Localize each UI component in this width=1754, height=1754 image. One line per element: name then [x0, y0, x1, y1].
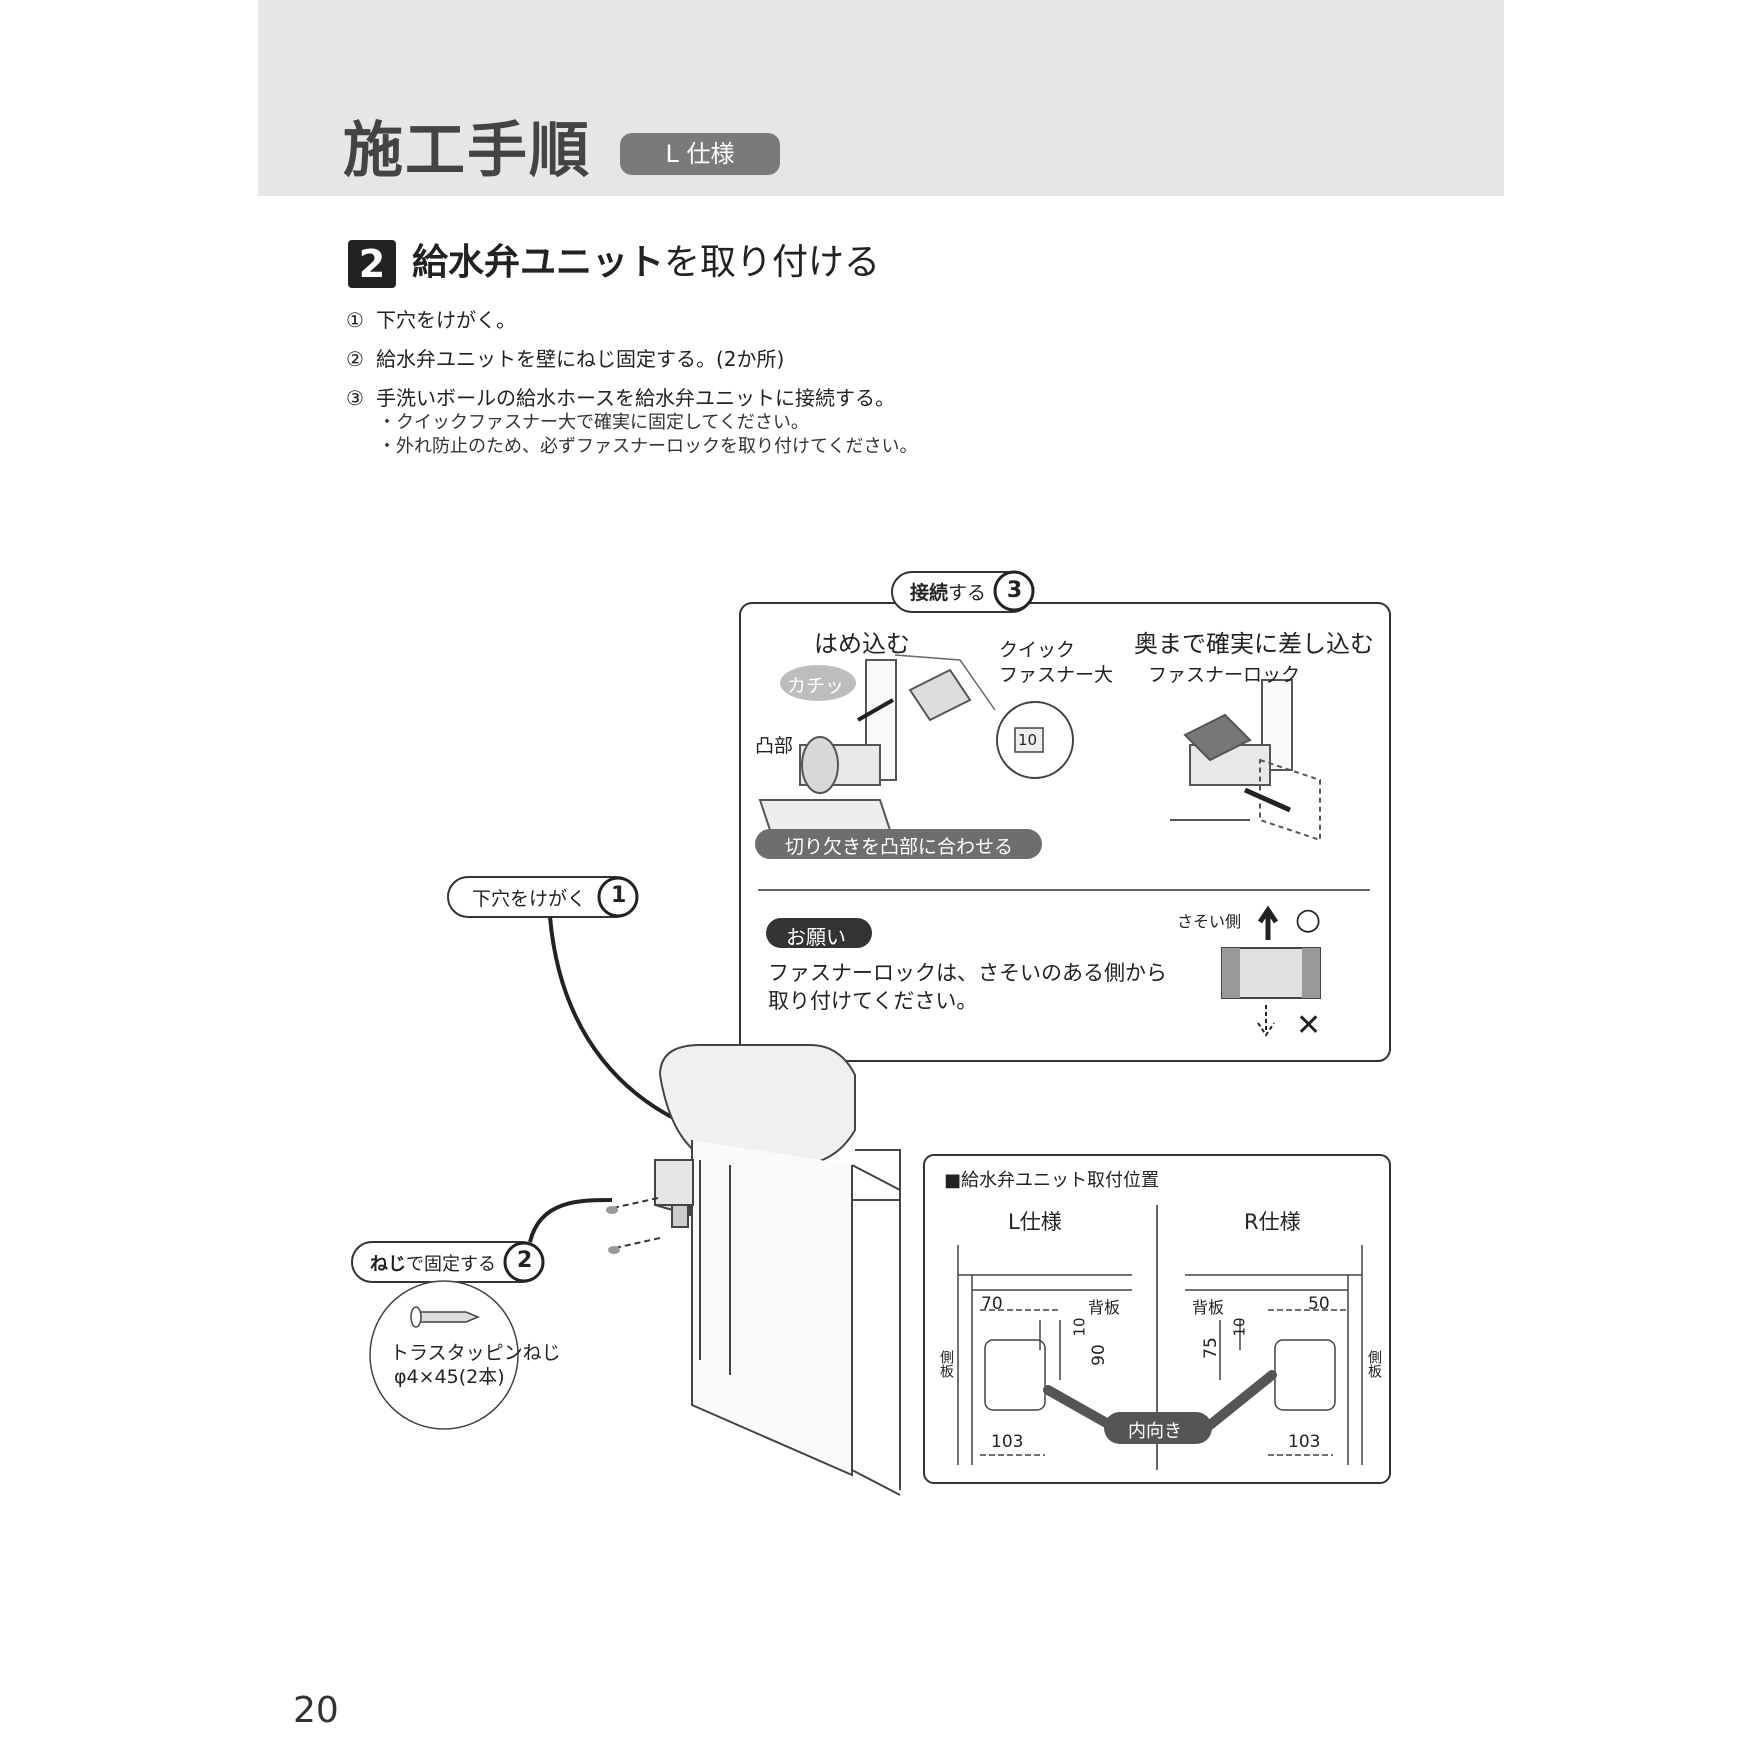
instruction-2: ② 給水弁ユニットを壁にねじ固定する。(2か所) — [346, 346, 784, 372]
request-badge: お願い — [786, 925, 846, 949]
l-back-board-label: 背板 — [1088, 1298, 1121, 1317]
r-side-board-label: 側板 — [1366, 1350, 1382, 1378]
instruction-3-num: ③ — [346, 386, 364, 410]
fastener-lock-label: ファスナーロック — [1148, 664, 1301, 686]
position-left-title: L仕様 — [1008, 1210, 1062, 1234]
request-line2: 取り付けてください。 — [768, 989, 978, 1013]
position-right-title: R仕様 — [1244, 1210, 1301, 1234]
step-title-rest: を取り付ける — [664, 242, 881, 283]
ok-mark: ○ — [1295, 902, 1322, 937]
notch-banner-bg — [755, 829, 1042, 859]
screw-spec: φ4×45(2本) — [394, 1366, 505, 1388]
header-band — [258, 0, 1504, 196]
quick-fastener-line1: クイック — [999, 639, 1076, 661]
quick-fastener-line2: ファスナー大 — [999, 664, 1114, 686]
r-dim-from-side: 50 — [1308, 1294, 1330, 1314]
leader-line-2 — [528, 1198, 613, 1243]
instruction-1: ① 下穴をけがく。 — [346, 307, 516, 333]
r-back-board-label: 背板 — [1192, 1298, 1225, 1317]
l-side-board-label: 側板 — [938, 1350, 954, 1378]
convex-label: 凸部 — [755, 735, 794, 757]
instruction-1-text: 下穴をけがく。 — [376, 308, 516, 332]
step-number-badge: 2 — [348, 240, 396, 288]
screw-name: トラスタッピンねじ — [390, 1342, 561, 1364]
position-panel-title: ■給水弁ユニット取付位置 — [944, 1170, 1160, 1191]
request-line1: ファスナーロックは、さそいのある側から — [768, 961, 1167, 985]
l-dim-from-side: 70 — [981, 1294, 1003, 1314]
l-dim-width: 103 — [991, 1432, 1024, 1452]
fastener-lock-illustration — [1170, 679, 1321, 842]
screw-callout-rest: で固定する — [406, 1254, 496, 1275]
ng-mark: ✕ — [1296, 1008, 1322, 1043]
push-arrow — [1243, 787, 1292, 813]
insert-arrow — [857, 698, 894, 722]
connect-tag-rest: する — [948, 582, 987, 604]
inward-badge-bg — [1104, 1412, 1212, 1444]
connect-tag-label: 接続する — [910, 578, 986, 605]
r-dim-small: 10 — [1230, 1317, 1249, 1337]
notch-banner: 切り欠きを凸部に合わせる — [785, 836, 1014, 858]
mark-callout-label: 下穴をけがく — [472, 888, 587, 910]
request-badge-bg — [766, 918, 872, 948]
size-mark-box — [1014, 727, 1044, 753]
spec-badge: L 仕様 — [620, 133, 780, 175]
ng-arrow-icon — [1257, 1005, 1275, 1037]
page-title: 施工手順 — [343, 116, 591, 186]
position-r-drawing — [1185, 1245, 1363, 1465]
size-mark: 10 — [1018, 731, 1038, 749]
note-1: ・クイックファスナー大で確実に固定してください。 — [378, 412, 809, 433]
position-l-drawing — [957, 1245, 1132, 1465]
instruction-3-text: 手洗いボールの給水ホースを給水弁ユニットに接続する。 — [376, 386, 895, 410]
l-dim-small: 10 — [1070, 1317, 1089, 1337]
guide-side-label: さそい側 — [1177, 912, 1242, 931]
step-title-bold: 給水弁ユニット — [412, 242, 665, 283]
instruction-2-text: 給水弁ユニットを壁にねじ固定する。(2か所) — [376, 347, 785, 371]
cabinet-illustration — [654, 1044, 901, 1496]
click-bubble — [780, 665, 856, 701]
instruction-3: ③ 手洗いボールの給水ホースを給水弁ユニットに接続する。 — [346, 385, 895, 411]
fastener-insert-illustration — [758, 659, 972, 831]
instruction-1-num: ① — [346, 308, 364, 332]
screw-detail-circle — [369, 1280, 519, 1430]
note-2: ・外れ防止のため、必ずファスナーロックを取り付けてください。 — [378, 436, 918, 457]
connect-tag-bold: 接続 — [910, 582, 949, 604]
step-title: 給水弁ユニットを取り付ける — [412, 238, 880, 288]
instruction-2-num: ② — [346, 347, 364, 371]
left-heading: はめ込む — [814, 630, 910, 658]
ok-arrow-icon — [1257, 905, 1279, 940]
screw-icon — [415, 1311, 480, 1323]
screw-callout-bold: ねじ — [370, 1254, 406, 1275]
r-dim-from-back: 75 — [1200, 1337, 1221, 1359]
l-dim-from-back: 90 — [1088, 1344, 1109, 1366]
page-number: 20 — [293, 1690, 339, 1731]
mark-callout-number: 1 — [611, 883, 627, 908]
screw-callout-label: ねじで固定する — [370, 1250, 496, 1276]
r-dim-width: 103 — [1288, 1432, 1321, 1452]
screw-callout-number: 2 — [517, 1248, 533, 1273]
click-sound: カチッ — [787, 675, 845, 697]
connect-tag-num-circle — [993, 570, 1035, 612]
right-heading: 奥まで確実に差し込む — [1134, 630, 1374, 658]
inward-badge: 内向き — [1128, 1421, 1182, 1442]
connect-tag-number: 3 — [1006, 578, 1023, 603]
